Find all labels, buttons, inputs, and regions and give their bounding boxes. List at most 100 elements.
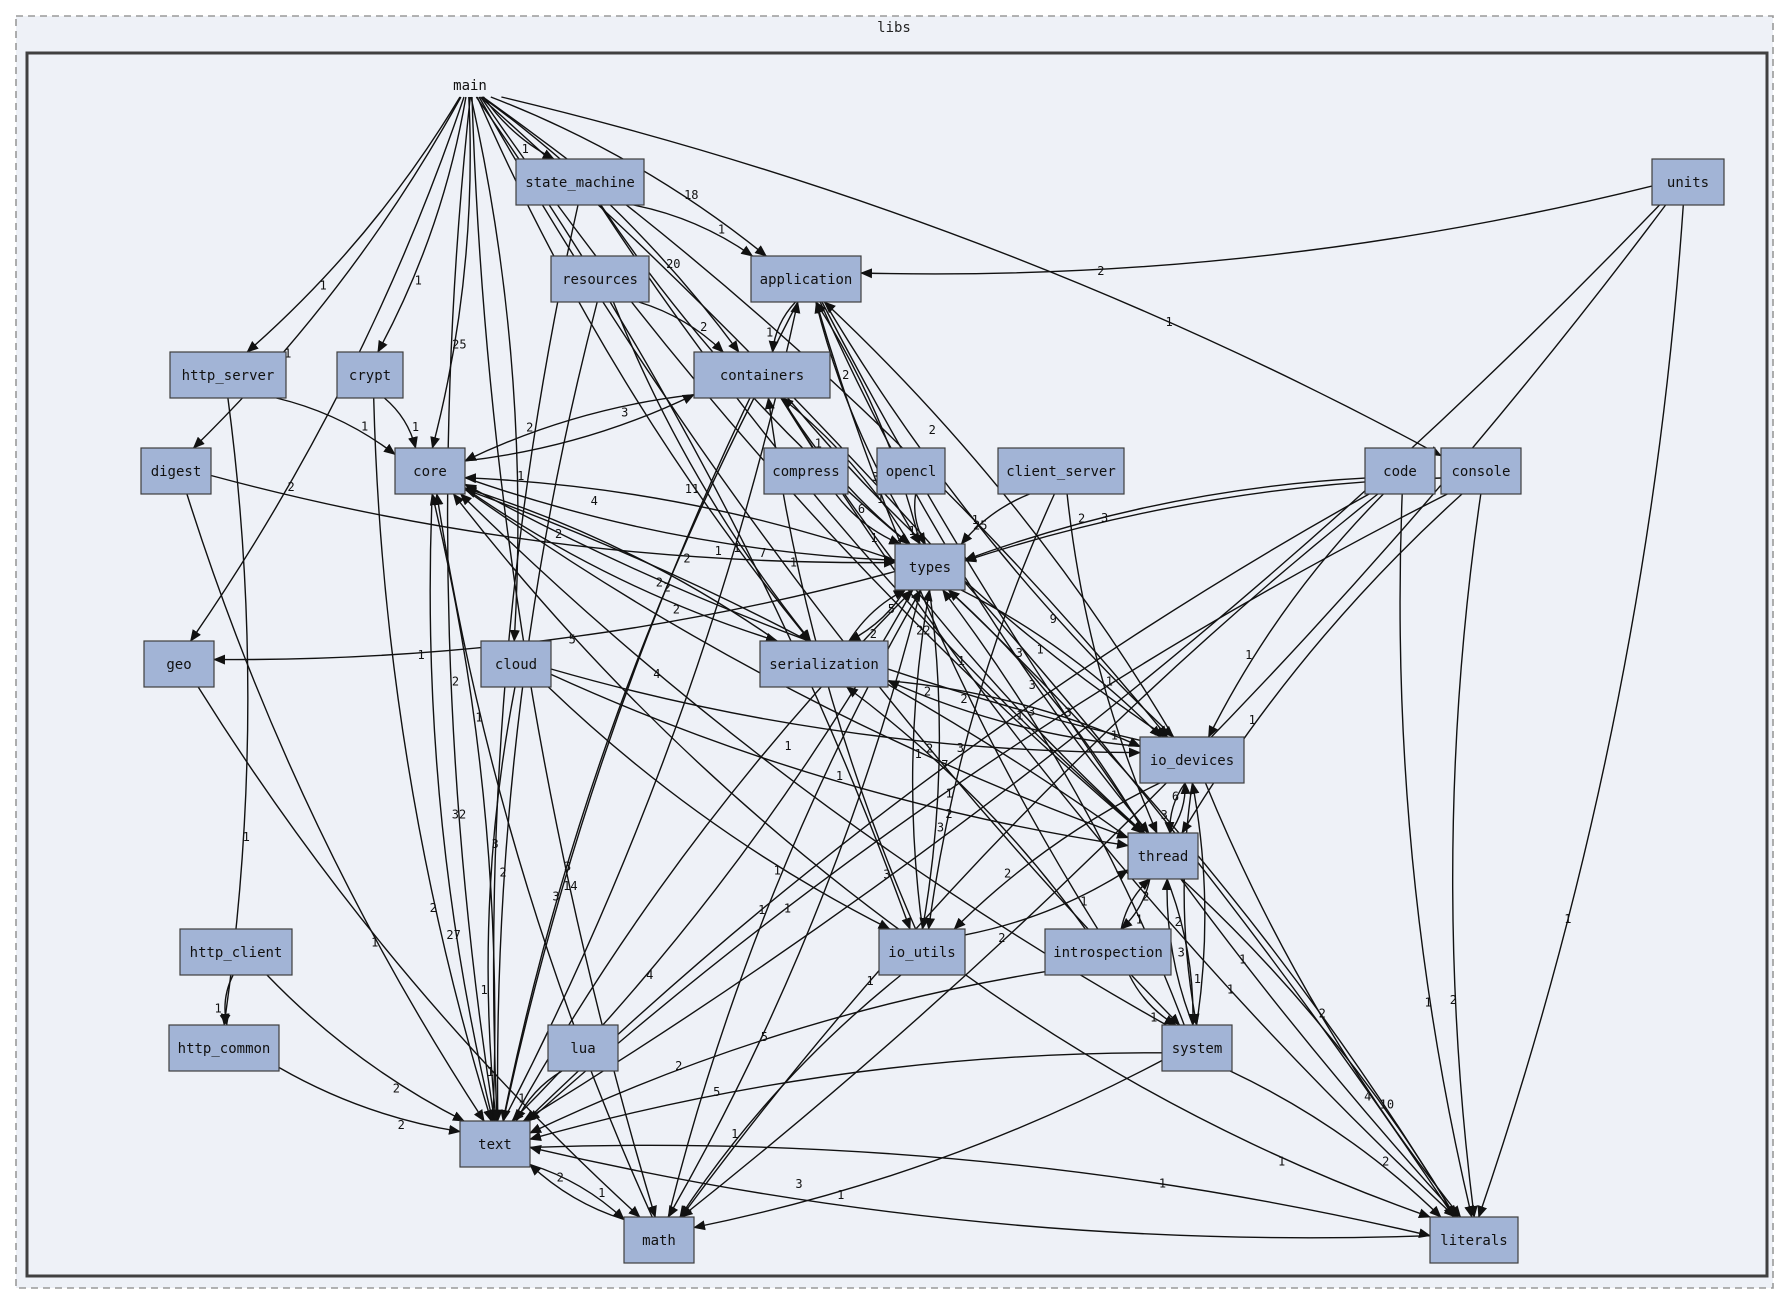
node-client_server-label: client_server	[1006, 464, 1116, 480]
node-code[interactable]: code	[1364, 447, 1436, 495]
edge-weight-core-to-thread: 1	[915, 747, 922, 761]
edge-client_server-to-thread	[1066, 493, 1158, 834]
edge-io_devices-to-application	[823, 301, 1175, 738]
node-system-box[interactable]	[1161, 1024, 1233, 1072]
edge-main-to-text	[446, 96, 498, 1122]
node-client_server-box[interactable]	[997, 447, 1125, 495]
node-compress-box[interactable]	[763, 447, 849, 495]
edge-weight-compress-to-types: 1	[870, 531, 877, 545]
edge-thread-to-system	[1166, 878, 1199, 1026]
node-containers-box[interactable]	[693, 351, 831, 399]
edge-weight-units-to-literals: 1	[1564, 912, 1571, 926]
node-units[interactable]: units	[1651, 158, 1725, 206]
edge-system-to-literals	[1229, 1070, 1442, 1218]
node-literals[interactable]: literals	[1429, 1216, 1519, 1264]
node-digest-box[interactable]	[140, 447, 212, 495]
node-units-box[interactable]	[1651, 158, 1725, 206]
node-system[interactable]: system	[1161, 1024, 1233, 1072]
node-application-box[interactable]	[750, 255, 862, 303]
node-http_client-label: http_client	[190, 945, 283, 961]
node-geo[interactable]: geo	[143, 640, 215, 688]
node-types[interactable]: types	[894, 543, 966, 591]
node-introspection-box[interactable]	[1044, 928, 1172, 976]
node-http_common-box[interactable]	[168, 1024, 280, 1072]
node-client_server[interactable]: client_server	[997, 447, 1125, 495]
edge-weight-geo-to-math: 1	[487, 1065, 494, 1079]
node-compress[interactable]: compress	[763, 447, 849, 495]
node-crypt[interactable]: crypt	[336, 351, 404, 399]
edge-weight-types-to-math: 5	[761, 1030, 768, 1044]
node-io_utils[interactable]: io_utils	[878, 928, 966, 976]
node-resources-box[interactable]	[550, 255, 650, 303]
node-opencl-box[interactable]	[876, 447, 946, 495]
node-thread-box[interactable]	[1127, 832, 1199, 880]
edge-code-to-text	[525, 493, 1370, 1122]
node-math[interactable]: math	[623, 1216, 695, 1264]
edge-digest-to-text	[186, 493, 485, 1122]
edge-weight-main-to-math: 14	[563, 879, 577, 893]
edge-math-to-text	[529, 1163, 625, 1221]
node-types-box[interactable]	[894, 543, 966, 591]
edge-application-to-literals	[821, 301, 1459, 1218]
edge-weight-io_utils-to-thread: 1	[1080, 895, 1087, 909]
node-thread[interactable]: thread	[1127, 832, 1199, 880]
node-cloud-box[interactable]	[480, 640, 552, 688]
node-console[interactable]: console	[1440, 447, 1522, 495]
edge-weight-core-to-containers: 3	[621, 406, 628, 420]
edge-weight-io_devices-to-serialization: 2	[960, 692, 967, 706]
node-resources[interactable]: resources	[550, 255, 650, 303]
edge-main-to-http_server	[246, 96, 461, 353]
node-crypt-label: crypt	[349, 368, 391, 384]
node-code-label: code	[1383, 464, 1417, 480]
edge-weight-containers-to-text: 3	[552, 889, 559, 903]
node-code-box[interactable]	[1364, 447, 1436, 495]
edge-introspection-to-serialization	[845, 686, 1086, 930]
node-cloud[interactable]: cloud	[480, 640, 552, 688]
node-literals-box[interactable]	[1429, 1216, 1519, 1264]
edge-weight-main-to-application: 18	[684, 188, 698, 202]
node-geo-box[interactable]	[143, 640, 215, 688]
node-io_devices-box[interactable]	[1139, 736, 1245, 784]
node-io_utils-box[interactable]	[878, 928, 966, 976]
node-crypt-box[interactable]	[336, 351, 404, 399]
edge-resources-to-containers	[638, 301, 724, 353]
node-introspection[interactable]: introspection	[1044, 928, 1172, 976]
edge-weight-text-to-literals: 1	[1159, 1176, 1166, 1190]
edge-weight-literals-to-text: 3	[795, 1177, 802, 1191]
node-text[interactable]: text	[459, 1120, 531, 1168]
node-http_server-box[interactable]	[169, 351, 287, 399]
node-console-box[interactable]	[1440, 447, 1522, 495]
edge-client_server-to-io_utils	[925, 493, 1056, 930]
node-serialization[interactable]: serialization	[759, 640, 889, 688]
node-geo-label: geo	[166, 657, 191, 673]
node-math-box[interactable]	[623, 1216, 695, 1264]
node-containers[interactable]: containers	[693, 351, 831, 399]
node-http_common[interactable]: http_common	[168, 1024, 280, 1072]
edge-weight-console-to-types: 3	[1101, 511, 1108, 525]
node-serialization-box[interactable]	[759, 640, 889, 688]
edge-application-to-types	[815, 301, 921, 545]
node-lua-box[interactable]	[547, 1024, 619, 1072]
edge-weight-io_devices-to-system: 3	[1178, 946, 1185, 960]
edge-types-to-io_utils	[919, 589, 941, 930]
node-http_client-box[interactable]	[179, 928, 293, 976]
edge-http_server-to-core	[276, 397, 396, 456]
node-http_server[interactable]: http_server	[169, 351, 287, 399]
node-application[interactable]: application	[750, 255, 862, 303]
node-opencl[interactable]: opencl	[876, 447, 946, 495]
node-main[interactable]: main	[453, 78, 487, 94]
node-main-label: main	[453, 78, 487, 94]
node-core[interactable]: core	[394, 447, 466, 495]
node-http_client[interactable]: http_client	[179, 928, 293, 976]
node-text-box[interactable]	[459, 1120, 531, 1168]
edge-weight-units-to-application: 2	[1097, 264, 1104, 278]
node-lua[interactable]: lua	[547, 1024, 619, 1072]
node-state_machine-box[interactable]	[515, 158, 645, 206]
node-core-box[interactable]	[394, 447, 466, 495]
node-state_machine[interactable]: state_machine	[515, 158, 645, 206]
node-digest[interactable]: digest	[140, 447, 212, 495]
edge-main-to-console	[501, 96, 1442, 457]
node-io_devices[interactable]: io_devices	[1139, 736, 1245, 784]
edge-types-to-application	[815, 301, 921, 545]
edge-weight-main-to-crypt: 1	[415, 273, 422, 287]
